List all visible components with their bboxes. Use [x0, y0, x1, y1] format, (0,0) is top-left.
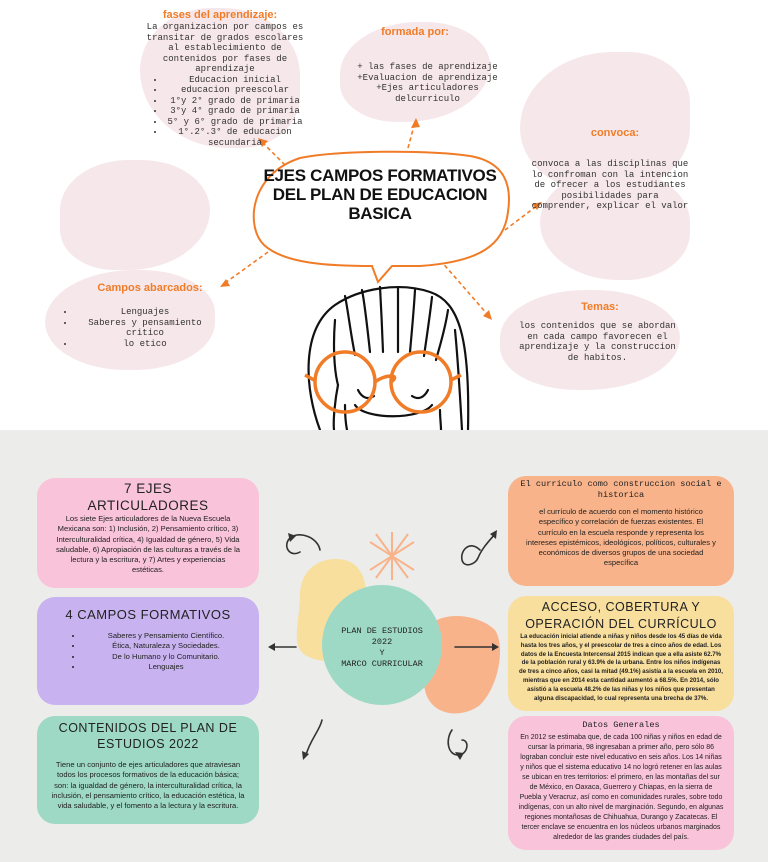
- campos-list: Saberes y Pensamiento Científico. Ética,…: [47, 631, 249, 672]
- campos-item: Ética, Naturaleza y Sociedades.: [83, 641, 249, 651]
- acceso-text: La educación inicial atiende a niñas y n…: [519, 633, 723, 702]
- formada-item: +Ejes articuladores delcurriculo: [376, 83, 479, 104]
- ejes-title: 7 EJES ARTICULADORES: [87, 481, 209, 513]
- campos-abarcados-item: Lenguajes: [75, 307, 215, 318]
- blob-convoca: [520, 52, 690, 192]
- blob-fases: [140, 8, 300, 148]
- datos-text: En 2012 se estimaba que, de cada 100 niñ…: [518, 734, 724, 841]
- center-line: 2022: [371, 637, 393, 647]
- center-decoration: [268, 530, 500, 760]
- ejes-text: Los siete Ejes articuladores de la Nueva…: [55, 514, 241, 575]
- curriculo-title: El curriculo como construccion social e …: [520, 479, 722, 500]
- blob-temas: [500, 290, 680, 390]
- temas-title: Temas:: [581, 301, 619, 313]
- fases-intro: La organizacion por campos es transitar …: [146, 22, 304, 74]
- campos-abarcados-list: Lenguajes Saberes y pensamiento critico …: [55, 307, 215, 349]
- central-node: EJES CAMPOS FORMATIVOS DEL PLAN DE EDUCA…: [255, 160, 505, 270]
- central-title: EJES CAMPOS FORMATIVOS DEL PLAN DE EDUCA…: [263, 166, 497, 223]
- center-circle-label: PLAN DE ESTUDIOS 2022 Y MARCO CURRICULAR: [322, 626, 442, 670]
- fases-list: Educacion inicial educacion preescolar 1…: [145, 75, 305, 149]
- acceso-title: ACCESO, COBERTURA Y OPERACIÓN DEL CURRÍC…: [525, 600, 717, 631]
- bottom-infographic: PLAN DE ESTUDIOS 2022 Y MARCO CURRICULAR…: [0, 430, 768, 862]
- campos-item: Saberes y Pensamiento Científico.: [83, 631, 249, 641]
- top-arrows: [220, 118, 542, 320]
- campos-item: Lenguajes: [83, 662, 249, 672]
- fases-item: 3°y 4° grado de primaria: [165, 106, 305, 117]
- fases-item: 1°.2°.3° de educacion secundaria: [165, 127, 305, 148]
- campos-abarcados-item: Saberes y pensamiento critico: [75, 318, 215, 339]
- top-mindmap: fases del aprendizaje: La organizacion p…: [0, 0, 768, 430]
- center-line: MARCO CURRICULAR: [341, 659, 423, 669]
- convoca-text: convoca a las disciplinas que lo confrom…: [531, 159, 689, 211]
- contenidos-title: CONTENIDOS DEL PLAN DE ESTUDIOS 2022: [58, 721, 238, 751]
- campos-abarcados-content: Lenguajes Saberes y pensamiento critico …: [55, 307, 215, 349]
- center-line: Y: [379, 648, 385, 658]
- campos-title: 4 CAMPOS FORMATIVOS: [65, 607, 231, 622]
- fases-item: Educacion inicial: [165, 75, 305, 86]
- card-curriculo: El curriculo como construccion social e …: [508, 476, 734, 586]
- girl-illustration: [304, 285, 470, 430]
- temas-text: los contenidos que se abordan en cada ca…: [519, 321, 676, 363]
- formada-content: + las fases de aprendizaje +Evaluacion d…: [350, 62, 505, 104]
- fases-content: La organizacion por campos es transitar …: [145, 22, 305, 148]
- card-contenidos: CONTENIDOS DEL PLAN DE ESTUDIOS 2022 Tie…: [37, 716, 259, 824]
- formada-item: +Evaluacion de aprendizaje: [357, 72, 498, 83]
- campos-abarcados-item: lo etico: [75, 339, 215, 350]
- fases-item: 1°y 2° grado de primaria: [165, 96, 305, 107]
- formada-title: formada por:: [381, 26, 449, 38]
- central-bubble: [252, 150, 510, 284]
- fases-item: 5° y 6° grado de primaria: [165, 117, 305, 128]
- formada-item: + las fases de aprendizaje: [357, 62, 498, 72]
- blob-campos: [45, 270, 215, 370]
- campos-abarcados-title: Campos abarcados:: [97, 282, 203, 294]
- blob-convoca-lower: [540, 170, 690, 280]
- fases-item: educacion preescolar: [165, 85, 305, 96]
- center-line: PLAN DE ESTUDIOS: [341, 626, 423, 636]
- datos-title: Datos Generales: [582, 720, 660, 730]
- card-ejes-articuladores: 7 EJES ARTICULADORES Los siete Ejes arti…: [37, 478, 259, 588]
- convoca-title: convoca:: [590, 127, 640, 139]
- campos-item: De lo Humano y lo Comunitario.: [83, 652, 249, 662]
- blob-left: [60, 160, 210, 270]
- card-acceso: ACCESO, COBERTURA Y OPERACIÓN DEL CURRÍC…: [508, 596, 734, 711]
- fases-title: fases del aprendizaje:: [162, 9, 278, 21]
- curriculo-text: el currículo de acuerdo con el momento h…: [526, 507, 716, 568]
- card-campos-formativos: 4 CAMPOS FORMATIVOS Saberes y Pensamient…: [37, 597, 259, 705]
- card-datos-generales: Datos Generales En 2012 se estimaba que,…: [508, 716, 734, 850]
- contenidos-text: Tiene un conjunto de ejes articuladores …: [51, 760, 245, 811]
